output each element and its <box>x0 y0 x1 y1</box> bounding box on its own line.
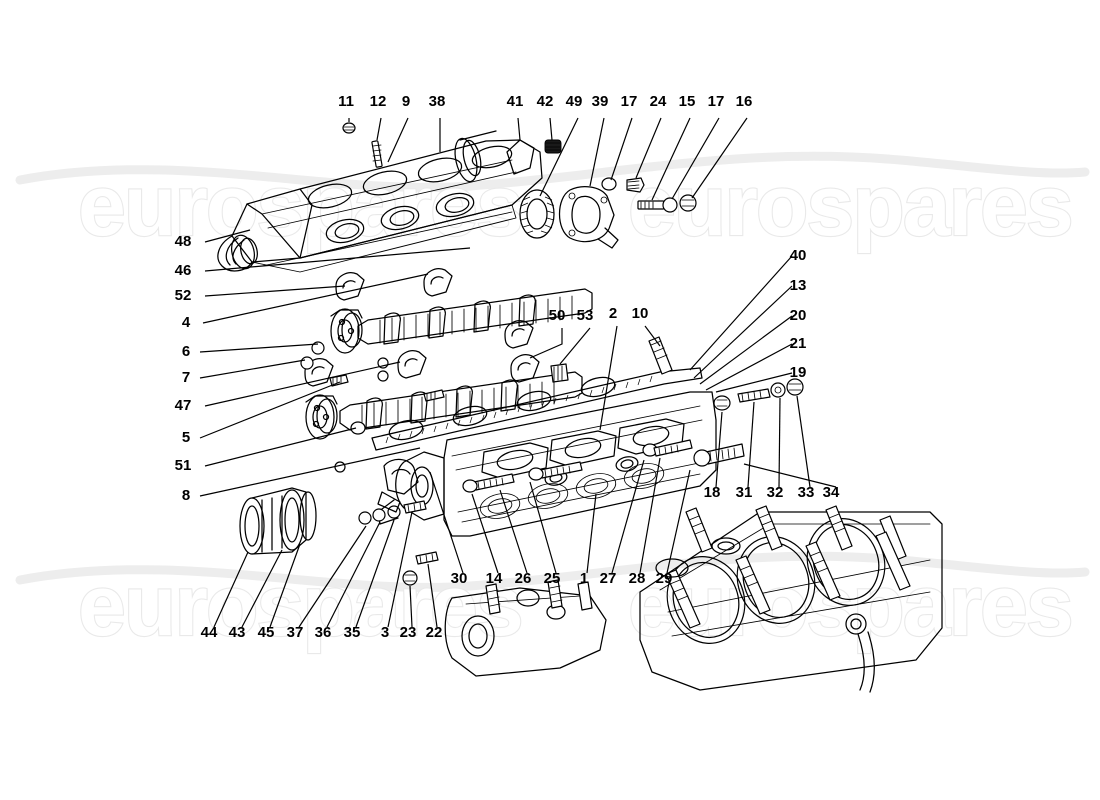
callout-number: 32 <box>767 484 784 501</box>
bellows-seal-assembly <box>239 487 317 555</box>
callout-number: 17 <box>621 93 638 110</box>
washer-17b <box>662 197 678 213</box>
callout-number: 30 <box>451 570 468 587</box>
top-center-fasteners <box>506 139 562 175</box>
lower-left-fasteners <box>358 458 439 586</box>
callout-number: 8 <box>182 487 190 504</box>
leader-lines <box>199 117 837 628</box>
watermark-swoosh-bottom <box>15 551 1090 592</box>
nut-33 <box>786 378 804 396</box>
callout-number: 21 <box>790 335 807 352</box>
callout-number: 33 <box>798 484 815 501</box>
callout-number: 23 <box>400 624 417 641</box>
callout-number: 48 <box>175 233 192 250</box>
callout-number: 2 <box>609 305 617 322</box>
intake-manifold-assembly <box>217 130 543 273</box>
callout-number: 19 <box>790 364 807 381</box>
callout-number: 41 <box>507 93 524 110</box>
callout-number: 18 <box>704 484 721 501</box>
callout-number: 24 <box>650 93 667 110</box>
callout-number: 26 <box>515 570 532 587</box>
cylinder-head-body <box>377 391 717 537</box>
toothed-gasket-49 <box>519 189 555 239</box>
callout-number: 17 <box>708 93 725 110</box>
stud-31 <box>737 388 771 403</box>
callout-number: 6 <box>182 343 190 360</box>
callout-number: 53 <box>577 307 594 324</box>
washer-11 <box>342 122 356 134</box>
callout-number: 29 <box>656 570 673 587</box>
engine-block-deck <box>639 505 943 693</box>
head-gasket-strip-2 <box>371 336 703 451</box>
watermark-swoosh-top <box>15 151 1090 192</box>
camshaft-upper <box>330 288 593 354</box>
callout-number: 10 <box>632 305 649 322</box>
watermark-text: eurospares <box>78 558 522 654</box>
callout-number: 37 <box>287 624 304 641</box>
callout-number: 9 <box>402 93 410 110</box>
washer-32 <box>770 382 786 398</box>
callout-labels: 11 12 9 38 41 42 49 39 17 24 15 17 16 48… <box>175 93 840 641</box>
camshaft-lower <box>305 371 583 440</box>
dowel-10 <box>648 336 673 375</box>
callout-number: 31 <box>736 484 753 501</box>
callout-number: 40 <box>790 247 807 264</box>
callout-number: 20 <box>790 307 807 324</box>
head-studs <box>462 439 693 493</box>
callout-number: 39 <box>592 93 609 110</box>
stud-34 <box>705 443 745 465</box>
callout-number: 12 <box>370 93 387 110</box>
artwork-layer <box>199 117 943 693</box>
callout-number: 34 <box>823 484 840 501</box>
nut-42 <box>544 139 562 154</box>
callout-number: 27 <box>600 570 617 587</box>
callout-number: 28 <box>629 570 646 587</box>
callout-number: 15 <box>679 93 696 110</box>
callout-number: 25 <box>544 570 561 587</box>
bearing-cap-50 <box>510 354 540 383</box>
callout-number: 22 <box>426 624 443 641</box>
callout-number: 43 <box>229 624 246 641</box>
camshafts-assembly <box>300 268 593 473</box>
callout-number: 14 <box>486 570 503 587</box>
callout-number: 44 <box>201 624 218 641</box>
callout-number: 1 <box>580 570 588 587</box>
callout-number: 45 <box>258 624 275 641</box>
callout-number: 7 <box>182 369 190 386</box>
callout-number: 51 <box>175 457 192 474</box>
bolt-15 <box>637 200 665 210</box>
nut-23 <box>402 570 418 586</box>
callout-number: 46 <box>175 262 192 279</box>
front-cover-detail <box>444 579 607 677</box>
bush-18 <box>713 395 731 411</box>
nut-16 <box>679 194 697 212</box>
callout-number: 35 <box>344 624 361 641</box>
callout-number: 38 <box>429 93 446 110</box>
callout-number: 52 <box>175 287 192 304</box>
watermark-text: eurospares <box>628 158 1072 254</box>
callout-number: 3 <box>381 624 389 641</box>
callout-number: 50 <box>549 307 566 324</box>
block-studs <box>665 505 911 629</box>
callout-number: 16 <box>736 93 753 110</box>
callout-number: 4 <box>182 314 191 331</box>
callout-number: 11 <box>338 93 354 110</box>
callout-number: 5 <box>182 429 190 446</box>
top-left-fasteners <box>342 122 383 168</box>
washer-17a <box>601 177 617 191</box>
callout-number: 42 <box>537 93 554 110</box>
right-top-fasteners <box>601 177 697 213</box>
plug-53 <box>550 363 569 383</box>
callout-number: 13 <box>790 277 807 294</box>
callout-number: 36 <box>315 624 332 641</box>
callout-number: 49 <box>566 93 583 110</box>
flange-39 <box>559 186 619 249</box>
small-fasteners-left <box>300 341 445 473</box>
callout-number: 47 <box>175 397 192 414</box>
right-side-fasteners <box>693 378 804 467</box>
